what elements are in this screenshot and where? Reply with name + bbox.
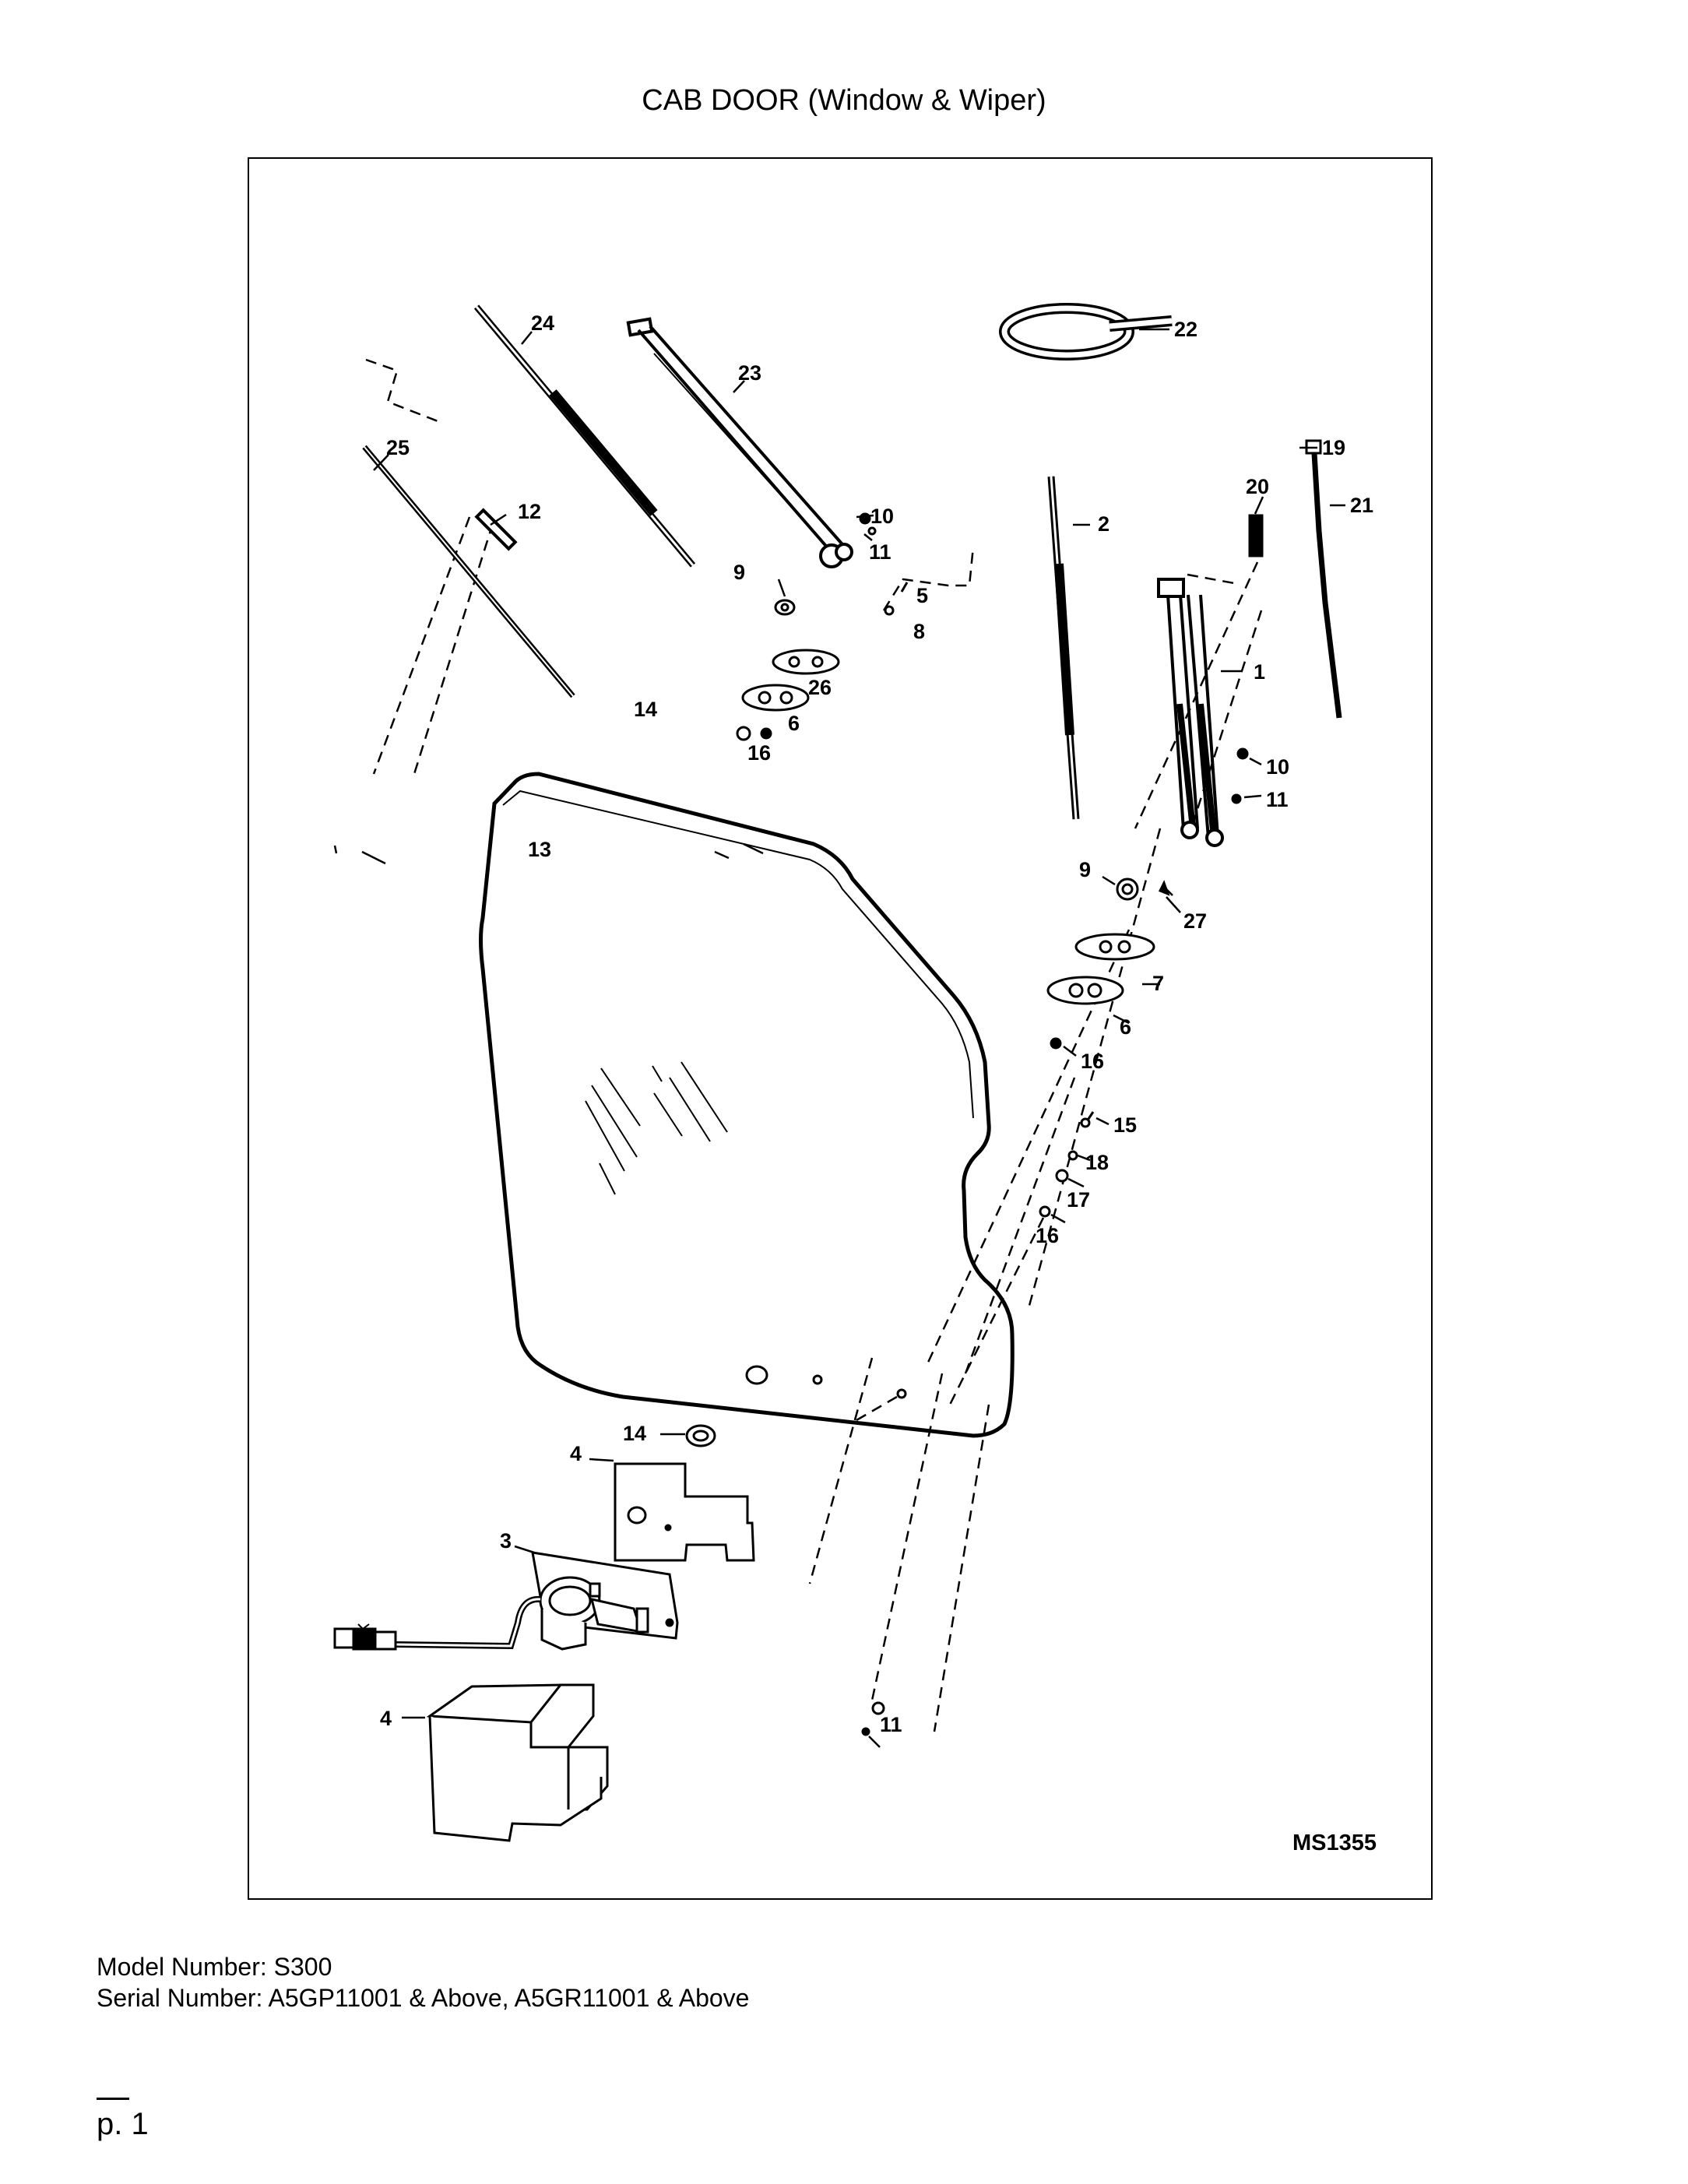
callout-23: 23 (738, 361, 761, 385)
callout-25: 25 (386, 436, 410, 459)
callout-16: 16 (1036, 1224, 1059, 1247)
callout-13: 13 (528, 838, 551, 861)
wire-harness (333, 1595, 541, 1651)
callout-19: 19 (1322, 436, 1345, 459)
callout-10: 10 (1266, 755, 1289, 779)
wiper-blade (1047, 476, 1080, 820)
wiper-motor (531, 1551, 679, 1651)
parts-diagram: 1 2 3 4 4 5 6 6 7 8 9 9 10 10 11 11 11 1… (333, 303, 1377, 1855)
wiper-arm (626, 317, 853, 568)
glass-glare (585, 1061, 728, 1195)
callout-14: 14 (634, 698, 657, 721)
wiper-blade (362, 445, 575, 698)
glass-holes (685, 1365, 907, 1447)
hardware-group-right (1039, 747, 1249, 1218)
callout-1: 1 (1254, 660, 1265, 684)
model-number: Model Number: S300 (97, 1953, 332, 1981)
wiper-arm (1157, 578, 1224, 847)
callout-18: 18 (1085, 1151, 1109, 1174)
washer-nozzle (1248, 439, 1342, 719)
callout-11: 11 (1266, 788, 1289, 811)
callout-6: 6 (788, 712, 800, 735)
page-rule (97, 2098, 129, 2100)
callout-17: 17 (1067, 1188, 1090, 1212)
assembly-lines (365, 358, 1263, 1732)
motor-cover (426, 1683, 609, 1842)
blade-insert (474, 508, 518, 551)
callout-26: 26 (808, 676, 832, 699)
page-number: p. 1 (97, 2107, 149, 2141)
callout-14: 14 (623, 1422, 646, 1445)
callout-10: 10 (870, 505, 894, 528)
callout-8: 8 (913, 620, 925, 643)
callout-24: 24 (531, 311, 554, 335)
leader-lines (333, 328, 1345, 1748)
callout-9: 9 (733, 561, 745, 584)
callouts: 1 2 3 4 4 5 6 6 7 8 9 9 10 10 11 11 11 1… (380, 311, 1377, 1855)
wiper-blade (473, 304, 696, 568)
callout-22: 22 (1174, 318, 1197, 341)
callout-21: 21 (1350, 494, 1373, 517)
callout-6: 6 (1120, 1015, 1131, 1039)
callout-4: 4 (570, 1442, 582, 1465)
callout-27: 27 (1183, 909, 1207, 933)
callout-11: 11 (869, 540, 891, 564)
callout-16: 16 (747, 741, 771, 765)
callout-2: 2 (1098, 512, 1110, 536)
door-glass (479, 772, 1015, 1438)
callout-20: 20 (1246, 475, 1269, 498)
callout-12: 12 (518, 500, 541, 523)
page-title: CAB DOOR (Window & Wiper) (642, 84, 1046, 117)
callout-9: 9 (1079, 858, 1091, 881)
callout-4: 4 (380, 1707, 392, 1730)
mounting-bracket (614, 1462, 755, 1562)
figure-code: MS1355 (1292, 1831, 1377, 1855)
callout-16: 16 (1081, 1050, 1104, 1073)
hardware-group-bottom (861, 1701, 885, 1736)
callout-7: 7 (1152, 972, 1164, 995)
callout-11: 11 (880, 1713, 902, 1736)
diagram-frame: 1 2 3 4 4 5 6 6 7 8 9 9 10 10 11 11 11 1… (248, 157, 1433, 1900)
callout-3: 3 (500, 1529, 512, 1553)
hardware-group-left (736, 512, 909, 741)
serial-number: Serial Number: A5GP11001 & Above, A5GR11… (97, 1984, 750, 2012)
washer-hose (999, 303, 1173, 360)
callout-5: 5 (916, 584, 928, 607)
callout-15: 15 (1113, 1113, 1137, 1137)
